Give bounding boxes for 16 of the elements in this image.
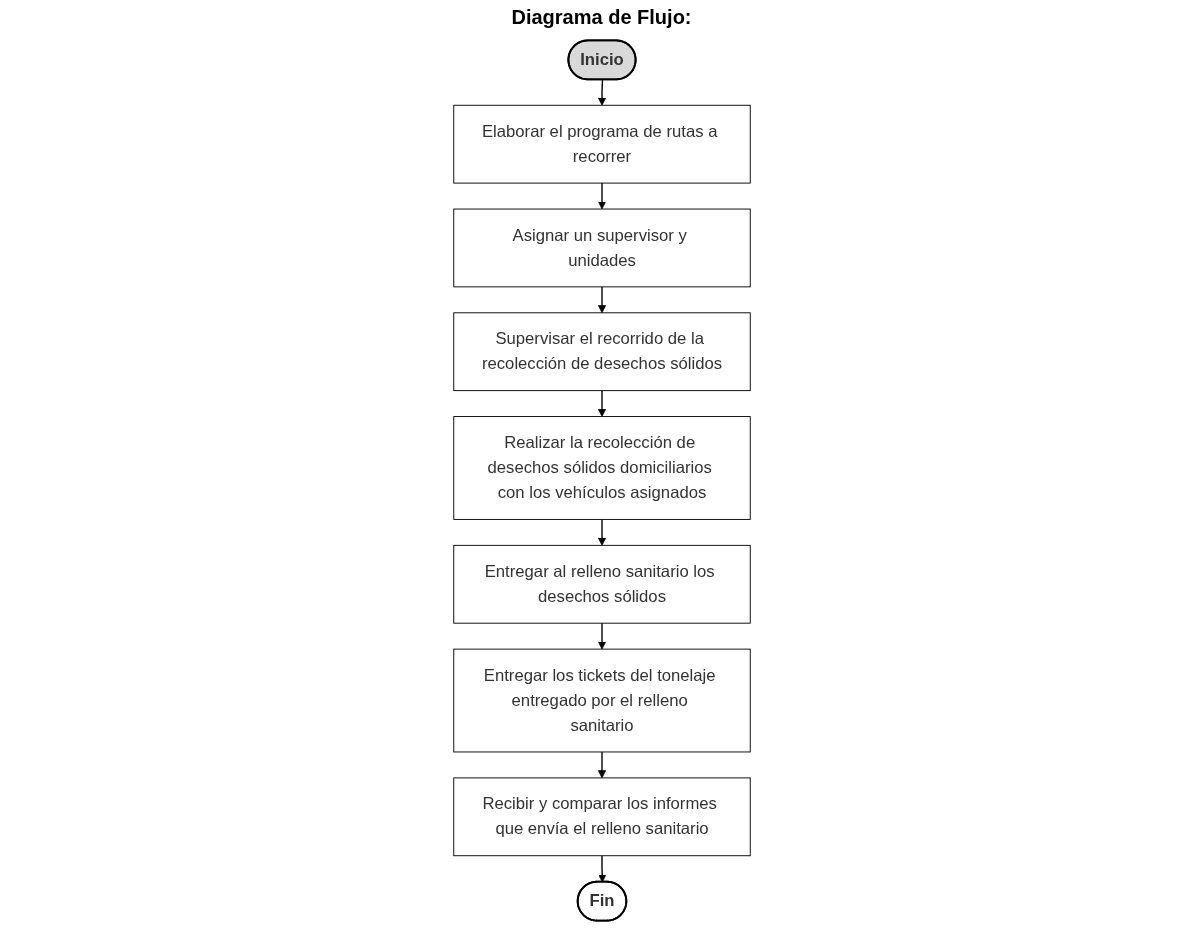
diagram-title: Diagrama de Flujo: [510, 6, 693, 29]
node-box: Asignar un supervisor y unidades [452, 208, 751, 288]
arrow [597, 79, 606, 106]
arrow [597, 622, 606, 650]
node-box: Entregar los tickets del tonelaje entregado por el relleno sanitario [452, 648, 751, 753]
arrow [597, 518, 606, 546]
node-box: Supervisar el recorrido de la recolección de desechos sólidos [452, 312, 751, 392]
node-box: Entregar al relleno sanitario los desechos sólidos [452, 544, 751, 624]
arrow [597, 286, 606, 314]
node-box: Recibir y comparar los informes que envía el relleno sanitario [452, 777, 751, 857]
arrow [597, 855, 606, 883]
arrow [597, 182, 606, 210]
arrow [597, 751, 606, 779]
node-box: Elaborar el programa de rutas a recorrer [452, 104, 751, 184]
arrow [597, 389, 606, 417]
node-box: Realizar la recolección de desechos sólidos domiciliarios con los vehículos asignados [452, 416, 751, 520]
